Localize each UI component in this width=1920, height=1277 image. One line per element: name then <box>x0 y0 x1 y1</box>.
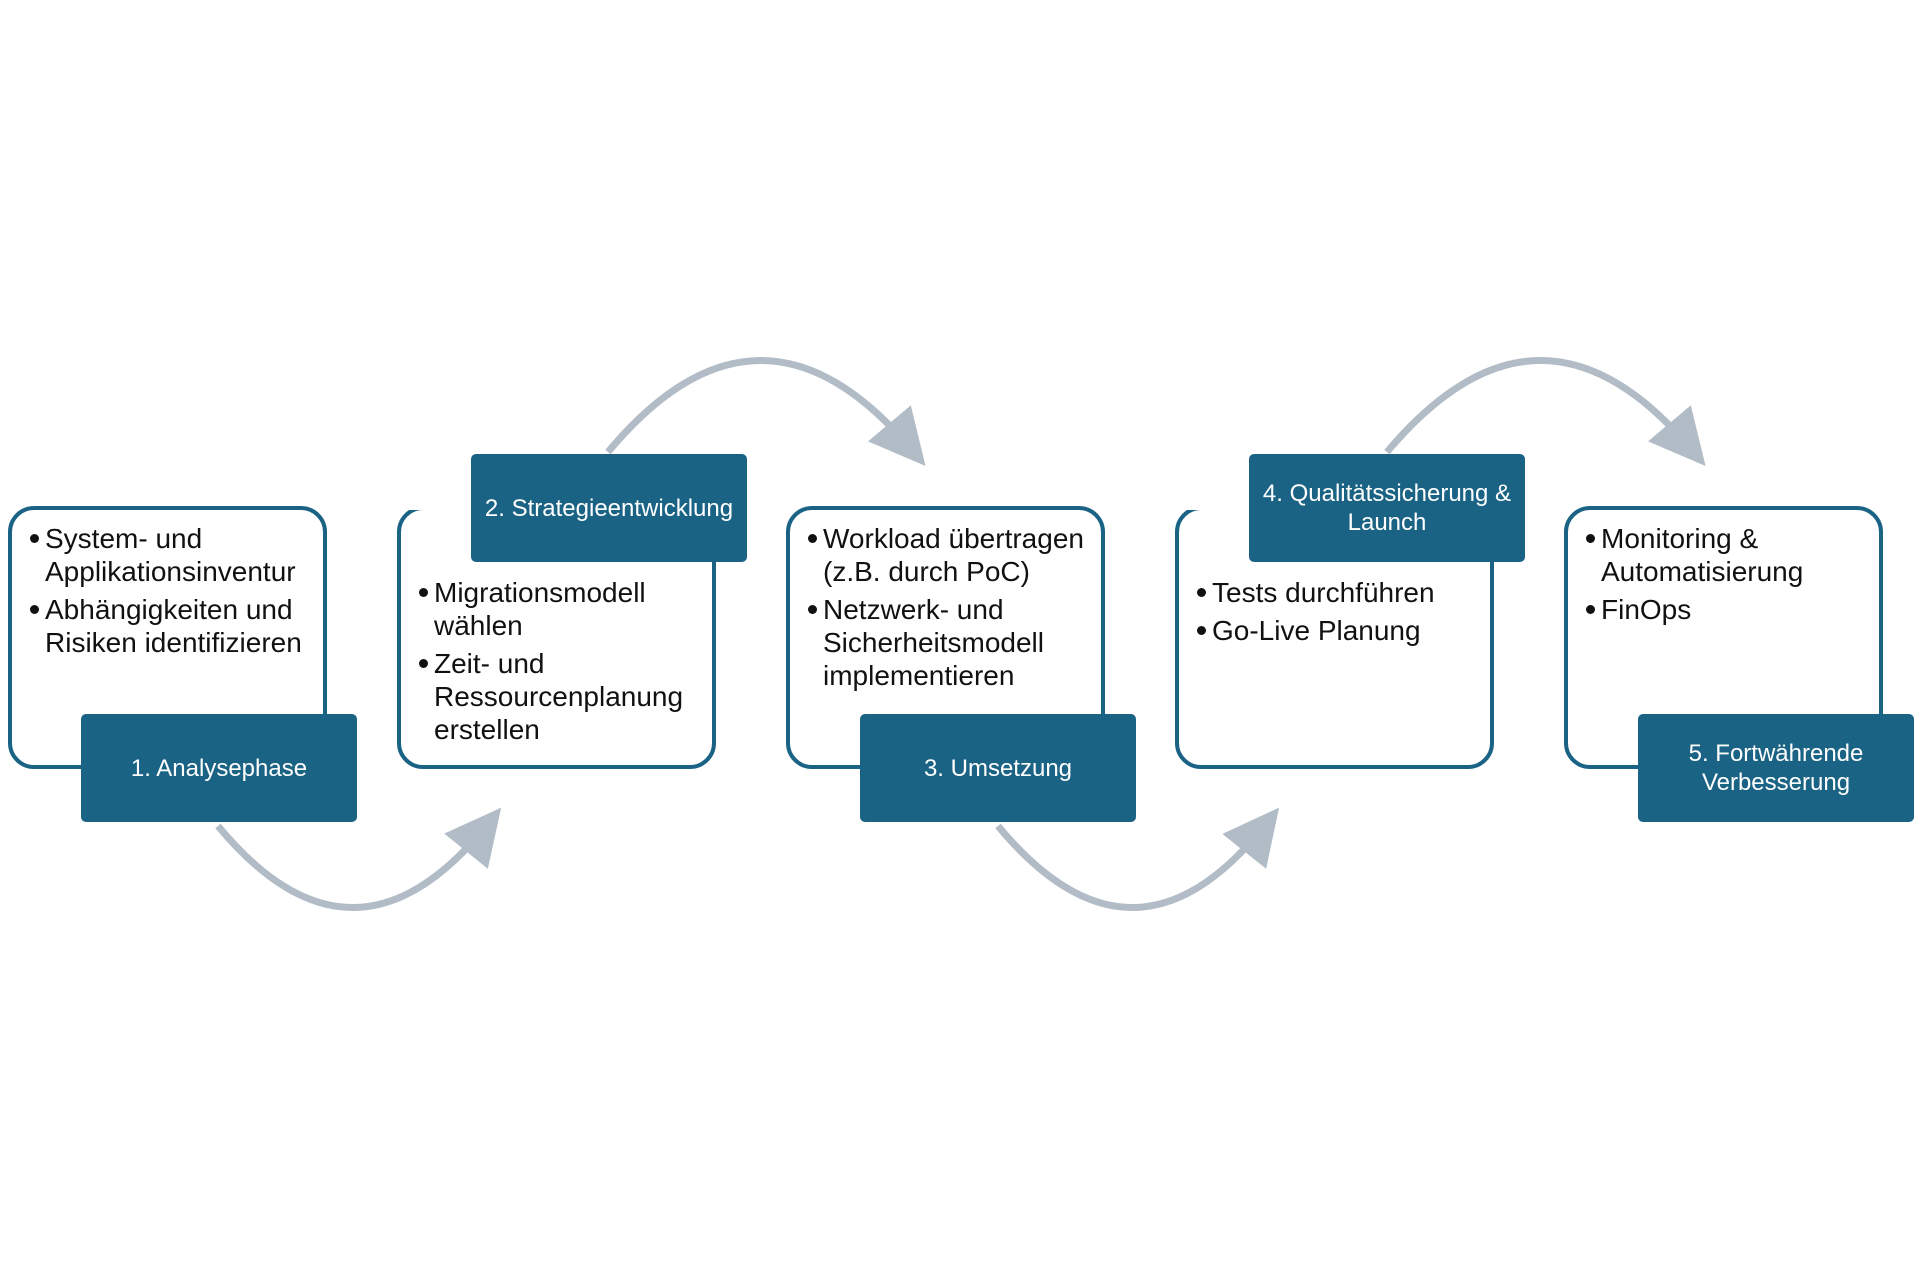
phase-1-bullet: Abhängigkeiten und Risiken identifiziere… <box>28 593 313 659</box>
arrow-4-to-5 <box>1384 357 1706 467</box>
phase-1-bullet: System- und Applikationsinventur <box>28 522 313 588</box>
phase-2-bullet: Zeit- und Ressourcenplanung erstellen <box>417 647 702 746</box>
phase-1-label: 1. Analysephase <box>81 714 357 822</box>
arrow-3-to-4 <box>995 807 1280 911</box>
phase-2-bullets: Migrationsmodell wählen Zeit- und Ressou… <box>417 576 702 751</box>
phase-1-bullets: System- und Applikationsinventur Abhängi… <box>28 522 313 664</box>
phase-1-box: System- und Applikationsinventur Abhängi… <box>8 506 327 773</box>
phase-3-bullets: Workload übertragen (z.B. durch PoC) Net… <box>806 522 1091 697</box>
phase-3-bullet: Netzwerk- und Sicherheitsmodell implemen… <box>806 593 1091 692</box>
phase-2-label: 2. Strategieentwicklung <box>471 454 747 562</box>
phase-4-bullets: Tests durchführen Go-Live Planung <box>1195 576 1480 652</box>
phase-2-bullet: Migrationsmodell wählen <box>417 576 702 642</box>
phase-4-bullet: Go-Live Planung <box>1195 614 1480 647</box>
phase-5-label: 5. Fortwährende Verbesserung <box>1638 714 1914 822</box>
arrow-2-to-3 <box>605 357 926 467</box>
phase-3-label: 3. Umsetzung <box>860 714 1136 822</box>
phase-3-bullet: Workload übertragen (z.B. durch PoC) <box>806 522 1091 588</box>
phase-5-bullet: FinOps <box>1584 593 1869 626</box>
phase-4-bullet: Tests durchführen <box>1195 576 1480 609</box>
phase-4-label: 4. Qualitätssicherung & Launch <box>1249 454 1525 562</box>
phase-5-bullets: Monitoring & Automatisierung FinOps <box>1584 522 1869 631</box>
arrow-1-to-2 <box>215 807 502 911</box>
phase-5-bullet: Monitoring & Automatisierung <box>1584 522 1869 588</box>
